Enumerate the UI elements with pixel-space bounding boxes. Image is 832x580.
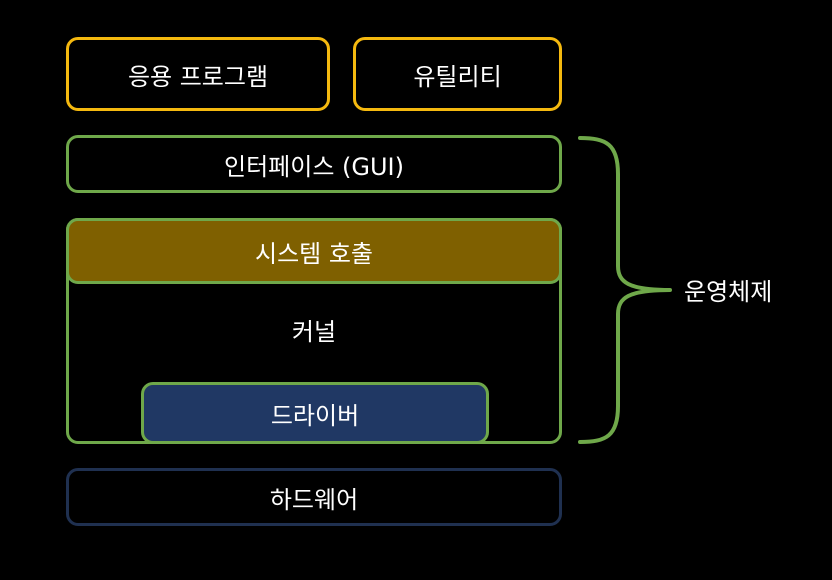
operating-system-brace (578, 136, 672, 444)
application-programs-box: 응용 프로그램 (66, 37, 330, 111)
interface-gui-box: 인터페이스 (GUI) (66, 135, 562, 193)
kernel-label: 커널 (291, 318, 337, 346)
brace-path (578, 136, 672, 444)
system-call-box: 시스템 호출 (66, 218, 562, 284)
hardware-box: 하드웨어 (66, 468, 562, 526)
utilities-box: 유틸리티 (353, 37, 562, 111)
operating-system-label: 운영체제 (684, 278, 773, 306)
driver-box: 드라이버 (141, 382, 489, 444)
